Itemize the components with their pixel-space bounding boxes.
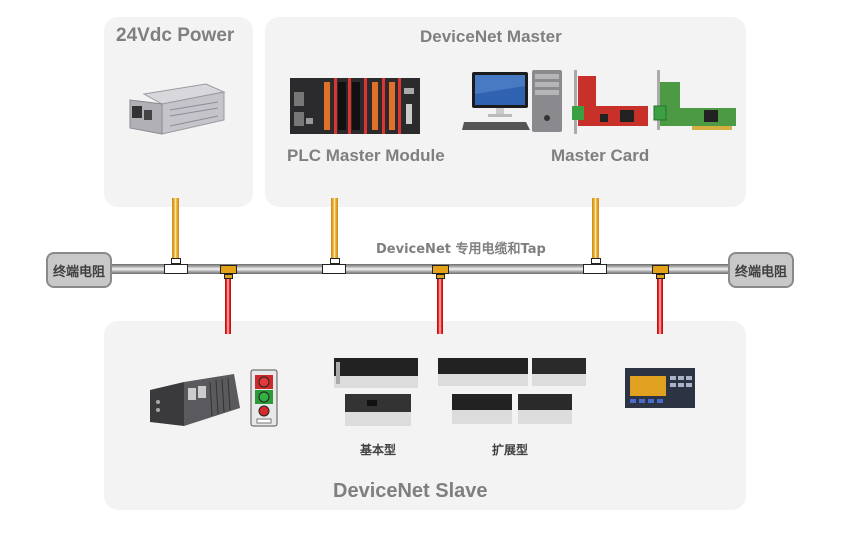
tap-connector-power <box>171 258 181 264</box>
slave-drop-cable-3 <box>657 279 663 334</box>
power-drop-cable <box>172 198 179 258</box>
tap-slave-3-stub <box>656 274 665 279</box>
expansion-io-module-3-image <box>452 394 512 424</box>
plc-master-module-image <box>290 78 420 134</box>
master-card-red-image <box>572 70 648 134</box>
master-title: DeviceNet Master <box>420 27 562 46</box>
tap-power <box>164 264 188 274</box>
basic-io-module-2-image <box>345 394 411 426</box>
cable-label: DeviceNet 专用电缆和Tap <box>376 242 546 257</box>
expansion-type-label: 扩展型 <box>492 443 529 457</box>
expansion-io-module-2-image <box>532 358 586 386</box>
master-card-green-image <box>653 70 736 130</box>
basic-io-module-1-image <box>334 358 418 388</box>
card-drop-cable <box>592 198 599 258</box>
tap-plc <box>322 264 346 274</box>
power-supply-image <box>129 83 226 135</box>
basic-type-label: 基本型 <box>360 443 397 457</box>
tap-slave-1-stub <box>224 274 233 279</box>
power-title: 24Vdc Power <box>116 25 235 46</box>
tap-slave-2 <box>432 265 449 274</box>
tap-card <box>583 264 607 274</box>
pushbutton-station-image <box>250 369 278 427</box>
slave-drop-cable-1 <box>225 279 231 334</box>
right-terminator: 终端电阻 <box>728 252 794 288</box>
left-terminator: 终端电阻 <box>46 252 112 288</box>
plc-master-module-label: PLC Master Module <box>287 146 445 165</box>
tap-slave-1 <box>220 265 237 274</box>
slave-title: DeviceNet Slave <box>333 480 488 502</box>
expansion-io-module-4-image <box>518 394 572 424</box>
tap-slave-2-stub <box>436 274 445 279</box>
tap-slave-3 <box>652 265 669 274</box>
computer-image <box>462 70 562 132</box>
trunk-cable <box>110 264 730 274</box>
tap-connector-card <box>591 258 601 264</box>
expansion-io-module-1-image <box>438 358 528 386</box>
valve-manifold-image <box>150 374 240 426</box>
master-card-label: Master Card <box>551 146 650 165</box>
slave-drop-cable-2 <box>437 279 443 334</box>
plc-drop-cable <box>331 198 338 258</box>
tap-connector-plc <box>330 258 340 264</box>
hmi-operator-panel-image <box>625 368 695 408</box>
